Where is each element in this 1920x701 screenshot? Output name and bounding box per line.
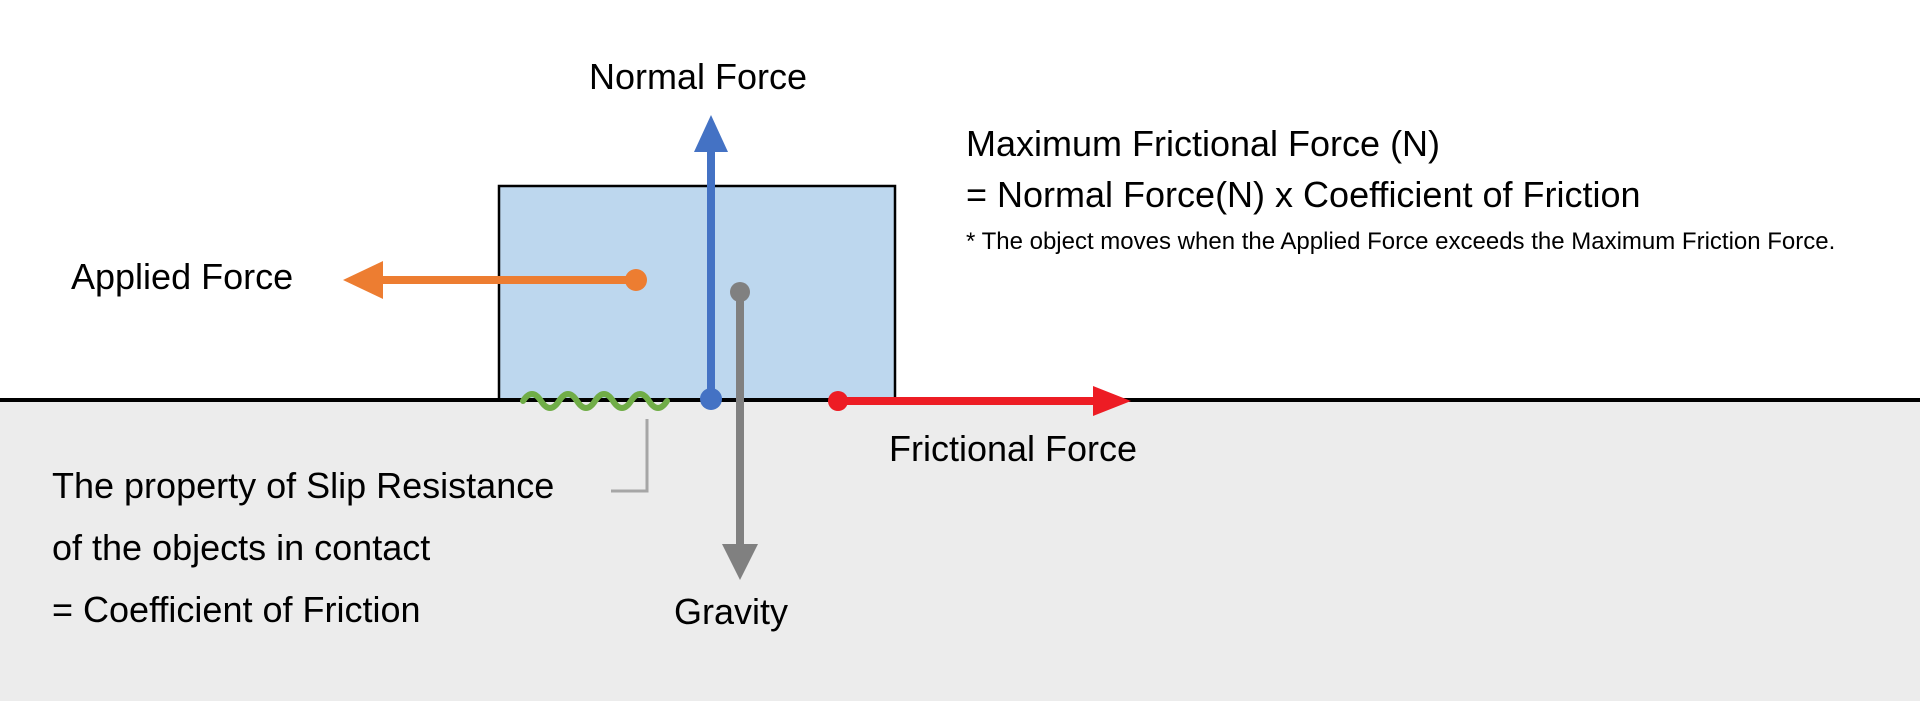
object-block [497,184,897,402]
gravity-arrowhead-icon [722,544,758,580]
frictional-force-arrow [828,386,1131,416]
normal-force-arrow [694,115,728,410]
frictional-force-origin-dot [828,391,848,411]
applied-force-origin-dot [625,269,647,291]
frictional-force-label: Frictional Force [889,428,1138,469]
applied-force-arrowhead-icon [343,261,383,299]
ground-surface [0,401,1920,701]
slip-note-block: The property of Slip Resistance of the o… [52,455,554,641]
formula-line-1: Maximum Frictional Force (N) [966,123,1441,164]
formula-line-2: = Normal Force(N) x Coefficient of Frict… [966,174,1641,215]
slip-note-line-3: = Coefficient of Friction [52,589,421,630]
normal-force-origin-dot [700,388,722,410]
formula-block: Maximum Frictional Force (N) = Normal Fo… [966,118,1835,257]
slip-note-line-2: of the objects in contact [52,527,431,568]
normal-force-arrowhead-icon [694,115,728,152]
frictional-force-arrowhead-icon [1093,386,1131,416]
applied-force-arrow [343,261,647,299]
applied-force-label: Applied Force [71,256,294,297]
slip-resistance-wave-icon [520,391,670,411]
formula-note: * The object moves when the Applied Forc… [966,228,1836,255]
gravity-arrow [722,282,758,580]
slip-note-connector-line [611,419,649,493]
slip-note-line-1: The property of Slip Resistance [52,465,555,506]
gravity-label: Gravity [674,591,789,632]
gravity-origin-dot [730,282,750,302]
normal-force-label: Normal Force [589,56,808,97]
